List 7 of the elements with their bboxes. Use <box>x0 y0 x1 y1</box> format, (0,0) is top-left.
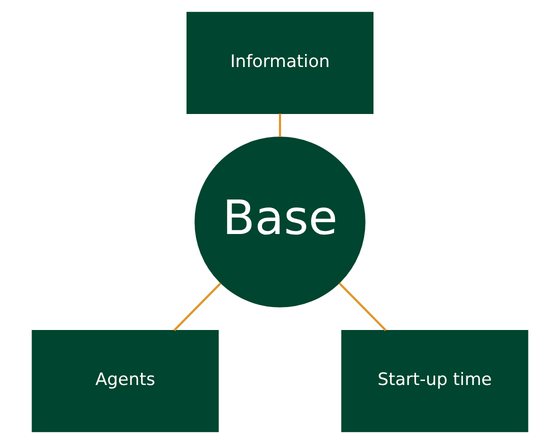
node-box: Start-up time <box>341 330 528 432</box>
node-circle: Base <box>194 136 366 308</box>
connector <box>173 282 222 332</box>
node-box: Information <box>186 12 374 114</box>
connector <box>338 282 387 332</box>
node-box: Agents <box>32 330 219 432</box>
connector <box>278 114 282 137</box>
